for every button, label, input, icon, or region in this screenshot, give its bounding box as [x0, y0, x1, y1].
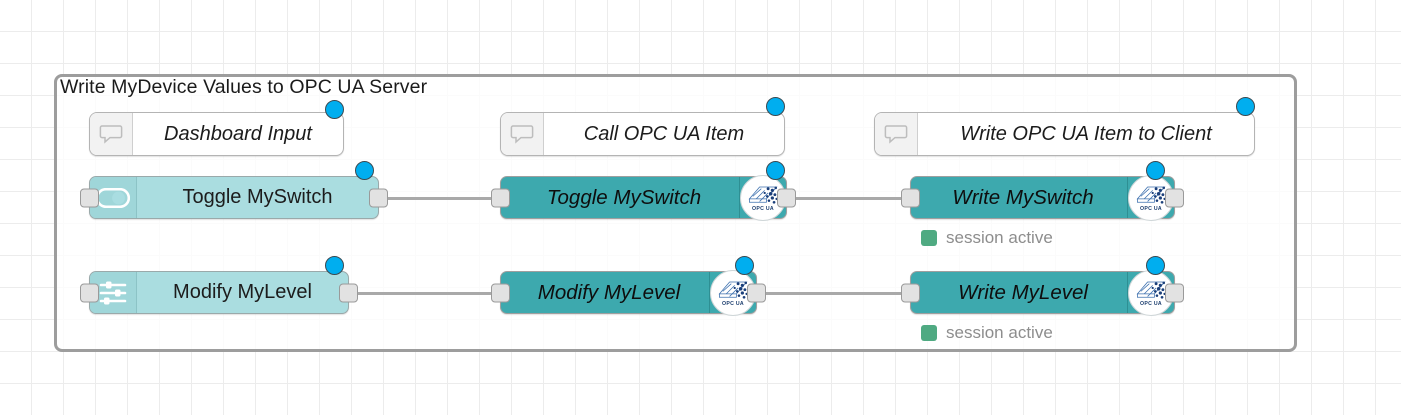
comment-node-dashboard-input[interactable]: Dashboard Input	[89, 112, 344, 156]
group-title: Write MyDevice Values to OPC UA Server	[60, 76, 428, 98]
node-label: Modify MyLevel	[173, 281, 312, 303]
node-label: Write MyLevel	[958, 280, 1088, 304]
node-indicator-dot-write-mylevel[interactable]	[1146, 256, 1165, 275]
comment-bubble-icon	[501, 113, 544, 155]
node-indicator-dot-modify-mylevel[interactable]	[325, 256, 344, 275]
node-input-port[interactable]	[80, 188, 99, 207]
wire-call-to-write-level[interactable]	[757, 292, 910, 296]
node-status-write-myswitch: session active	[921, 228, 1053, 248]
node-input-port[interactable]	[80, 283, 99, 302]
node-label: Toggle MySwitch	[546, 185, 702, 209]
node-input-port[interactable]	[901, 283, 920, 302]
opcua-badge-text: OPC UA	[1140, 301, 1162, 307]
node-status-write-mylevel: session active	[921, 323, 1053, 343]
opcua-logo-icon: OPC UA	[1127, 269, 1174, 316]
comment-label: Write OPC UA Item to Client	[960, 122, 1212, 145]
node-output-port[interactable]	[369, 188, 388, 207]
wire-toggle-ui-to-call[interactable]	[378, 197, 500, 201]
node-input-port[interactable]	[901, 188, 920, 207]
status-label: session active	[946, 323, 1053, 342]
node-label: Toggle MySwitch	[182, 186, 333, 208]
opcua-node-call-toggle-myswitch[interactable]: Toggle MySwitch	[491, 174, 796, 221]
status-label: session active	[946, 228, 1053, 247]
node-label: Modify MyLevel	[537, 280, 681, 304]
status-dot	[921, 230, 937, 246]
wire-call-to-write-switch[interactable]	[787, 197, 910, 201]
opcua-node-call-modify-mylevel[interactable]: Modify MyLevel	[491, 269, 766, 316]
comment-label: Call OPC UA Item	[583, 122, 745, 145]
wire-level-ui-to-call[interactable]	[348, 292, 500, 296]
opcua-badge-text: OPC UA	[752, 206, 774, 212]
node-indicator-dot-write-myswitch[interactable]	[1146, 161, 1165, 180]
opcua-node-write-mylevel[interactable]: Write MyLevel	[901, 269, 1184, 316]
comment-label: Dashboard Input	[164, 122, 312, 145]
node-output-port[interactable]	[1165, 188, 1184, 207]
node-indicator-dot-write-opc-ua-item-to-client[interactable]	[1236, 97, 1255, 116]
node-output-port[interactable]	[747, 283, 766, 302]
ui-node-modify-mylevel[interactable]: Modify MyLevel	[80, 271, 358, 314]
node-output-port[interactable]	[339, 283, 358, 302]
node-indicator-dot-dashboard-input[interactable]	[325, 100, 344, 119]
opcua-badge-text: OPC UA	[1140, 206, 1162, 212]
comment-node-call-opc-ua-item[interactable]: Call OPC UA Item	[500, 112, 785, 156]
node-label: Write MySwitch	[952, 185, 1094, 209]
node-output-port[interactable]	[777, 188, 796, 207]
ui-node-toggle-myswitch[interactable]: Toggle MySwitch	[80, 176, 388, 219]
node-output-port[interactable]	[1165, 283, 1184, 302]
opcua-badge: OPC UA	[1128, 269, 1174, 316]
node-indicator-dot-call-opc-ua-item[interactable]	[766, 97, 785, 116]
comment-node-write-opc-ua-item-to-client[interactable]: Write OPC UA Item to Client	[874, 112, 1255, 156]
node-input-port[interactable]	[491, 188, 510, 207]
status-dot	[921, 325, 937, 341]
node-indicator-dot-call-modify-mylevel[interactable]	[735, 256, 754, 275]
comment-bubble-icon	[90, 113, 133, 155]
node-indicator-dot-call-toggle-myswitch[interactable]	[766, 161, 785, 180]
opcua-badge-text: OPC UA	[722, 301, 744, 307]
opcua-node-write-myswitch[interactable]: Write MySwitch	[901, 174, 1184, 221]
node-indicator-dot-toggle-myswitch[interactable]	[355, 161, 374, 180]
node-input-port[interactable]	[491, 283, 510, 302]
comment-bubble-icon	[875, 113, 918, 155]
